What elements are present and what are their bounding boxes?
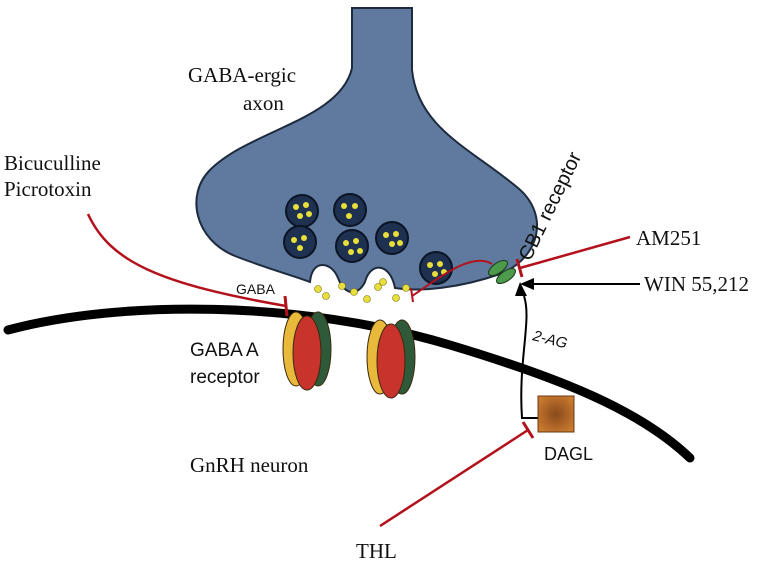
am251-line xyxy=(519,235,631,270)
vesicle xyxy=(335,229,369,263)
two-ag-path xyxy=(520,295,538,419)
released-gaba xyxy=(314,278,410,303)
vesicle xyxy=(375,221,409,255)
vesicle-gaba-dots xyxy=(291,202,447,277)
gaba-a-receptor-1 xyxy=(282,311,332,391)
receptor-label-line1: GABA A xyxy=(190,340,259,361)
neuron-label: GnRH neuron xyxy=(190,453,309,477)
vesicle xyxy=(283,225,317,259)
am251-label: AM251 xyxy=(636,226,701,250)
dagl-label: DAGL xyxy=(544,444,593,464)
receptor-label-line2: receptor xyxy=(190,367,260,388)
cb1-receptor xyxy=(488,259,516,285)
win-arrowhead xyxy=(520,278,534,290)
antagonist-label-line1: Bicuculline xyxy=(4,151,101,175)
vesicle xyxy=(333,193,367,227)
vesicle xyxy=(419,251,453,285)
win-label: WIN 55,212 xyxy=(644,272,749,296)
cb1-inhibition-line xyxy=(411,259,493,297)
vesicle xyxy=(285,194,319,228)
axon-label-line1: GABA-ergic xyxy=(188,63,296,87)
gaba-label: GABA xyxy=(236,281,276,297)
dagl-enzyme xyxy=(537,395,575,433)
thl-label: THL xyxy=(356,539,397,563)
gaba-a-receptor-2 xyxy=(366,319,416,399)
antagonist-label-line2: Picrotoxin xyxy=(4,177,92,201)
thl-line xyxy=(379,428,529,528)
antagonist-line xyxy=(86,213,287,308)
gnrh-membrane xyxy=(3,304,695,463)
two-ag-arrowhead xyxy=(515,282,527,296)
two-ag-label: 2-AG xyxy=(530,327,569,352)
axon-label-line2: axon xyxy=(243,91,284,115)
